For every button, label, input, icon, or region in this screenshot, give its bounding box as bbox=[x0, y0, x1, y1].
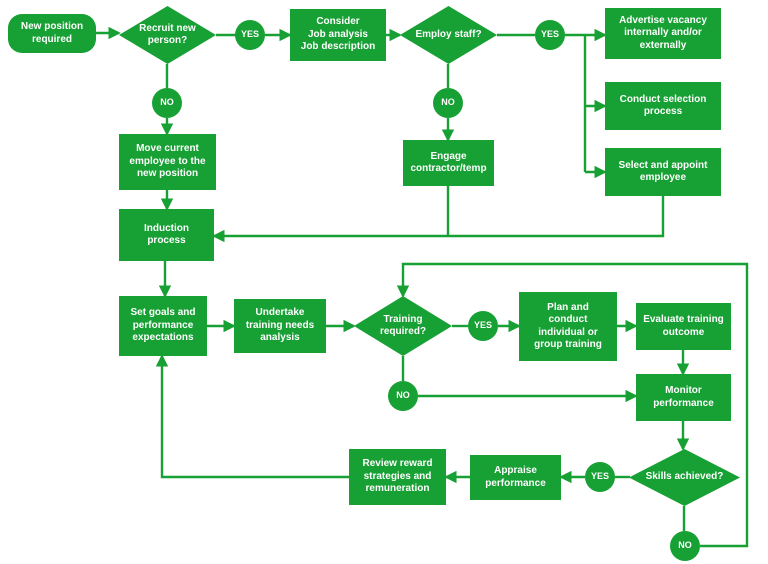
node-appraise-performance: Appraise performance bbox=[470, 455, 561, 500]
badge-no-skills: NO bbox=[670, 531, 700, 561]
badge-yes-employ: YES bbox=[535, 20, 565, 50]
node-induction-process: Induction process bbox=[119, 209, 214, 261]
node-set-goals: Set goals and performance expectations bbox=[119, 296, 207, 356]
node-advertise-vacancy: Advertise vacancy internally and/or exte… bbox=[605, 8, 721, 59]
node-move-current-employee: Move current employee to the new positio… bbox=[119, 134, 216, 190]
edge-no-loop-to-training bbox=[396, 262, 749, 548]
badge-no-training: NO bbox=[388, 381, 418, 411]
node-consider-job-analysis: Consider Job analysis Job description bbox=[290, 9, 386, 61]
badge-no-employ: NO bbox=[433, 88, 463, 118]
badge-yes-skills: YES bbox=[585, 462, 615, 492]
node-plan-conduct-training: Plan and conduct individual or group tra… bbox=[519, 292, 617, 361]
badge-yes-training: YES bbox=[468, 311, 498, 341]
node-undertake-training-needs: Undertake training needs analysis bbox=[234, 299, 326, 353]
node-select-appoint-employee: Select and appoint employee bbox=[605, 148, 721, 196]
node-evaluate-training-outcome: Evaluate training outcome bbox=[636, 303, 731, 350]
node-review-reward-strategies: Review reward strategies and remuneratio… bbox=[349, 449, 446, 505]
badge-yes-recruit: YES bbox=[235, 20, 265, 50]
edge-review-to-goals bbox=[155, 354, 349, 479]
badge-no-recruit: NO bbox=[152, 88, 182, 118]
edge-select-to-induction bbox=[212, 196, 665, 243]
node-monitor-performance: Monitor performance bbox=[636, 374, 731, 421]
node-conduct-selection-process: Conduct selection process bbox=[605, 82, 721, 130]
node-engage-contractor: Engage contractor/temp bbox=[403, 140, 494, 186]
node-new-position-required: New position required bbox=[8, 14, 96, 53]
